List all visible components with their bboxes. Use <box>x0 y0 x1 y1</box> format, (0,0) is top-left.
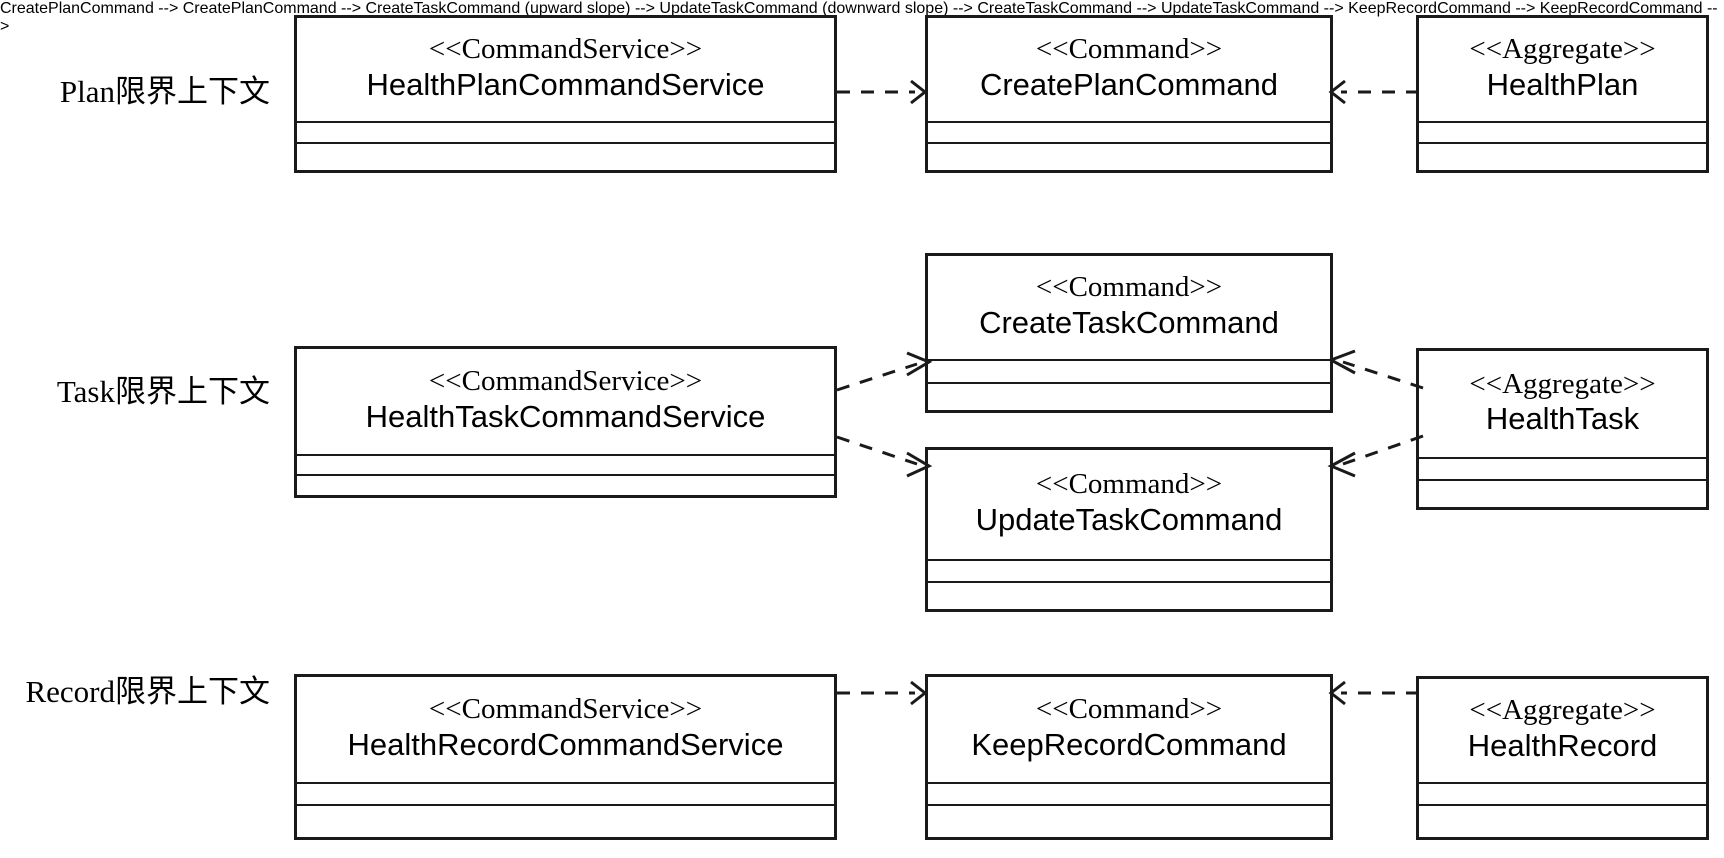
dependency-arrow-task-service-to-update-task <box>836 435 933 478</box>
class-box-create-task-command[interactable]: <<Command>> CreateTaskCommand <box>925 253 1333 413</box>
dependency-arrow-health-record-to-command <box>1328 680 1419 706</box>
class-operations-compartment <box>928 382 1330 410</box>
class-box-health-record-command-service[interactable]: <<CommandService>> HealthRecordCommandSe… <box>294 674 837 840</box>
class-operations-compartment <box>928 142 1330 170</box>
class-stereotype: <<Command>> <box>1035 33 1223 66</box>
class-attributes-compartment <box>297 121 834 142</box>
dependency-arrow-health-task-to-update-task <box>1327 434 1424 478</box>
context-label-task: Task限界上下文 <box>56 374 270 409</box>
class-attributes-compartment <box>928 359 1330 382</box>
class-header: <<Command>> UpdateTaskCommand <box>928 450 1330 559</box>
class-stereotype: <<Aggregate>> <box>1469 694 1656 727</box>
class-box-update-task-command[interactable]: <<Command>> UpdateTaskCommand <box>925 447 1333 612</box>
class-operations-compartment <box>297 474 834 495</box>
class-operations-compartment <box>1419 142 1706 170</box>
class-name: HealthPlan <box>1486 66 1639 102</box>
class-header: <<CommandService>> HealthPlanCommandServ… <box>297 18 834 121</box>
class-header: <<Aggregate>> HealthPlan <box>1419 18 1706 121</box>
class-box-keep-record-command[interactable]: <<Command>> KeepRecordCommand <box>925 674 1333 840</box>
class-name: HealthPlanCommandService <box>366 66 765 102</box>
class-stereotype: <<CommandService>> <box>428 693 703 726</box>
class-attributes-compartment <box>928 121 1330 142</box>
class-attributes-compartment <box>297 782 834 804</box>
class-attributes-compartment <box>928 559 1330 581</box>
class-attributes-compartment <box>1419 457 1706 479</box>
class-box-health-task-command-service[interactable]: <<CommandService>> HealthTaskCommandServ… <box>294 346 837 498</box>
class-stereotype: <<Command>> <box>1035 468 1223 501</box>
class-box-create-plan-command[interactable]: <<Command>> CreatePlanCommand <box>925 15 1333 173</box>
context-label-record: Record限界上下文 <box>25 674 270 709</box>
class-operations-compartment <box>297 804 834 837</box>
context-label-plan: Plan限界上下文 <box>59 74 270 109</box>
class-operations-compartment <box>928 581 1330 609</box>
class-name: CreateTaskCommand <box>979 304 1279 340</box>
class-box-health-task[interactable]: <<Aggregate>> HealthTask <box>1416 348 1709 510</box>
dependency-arrow-plan-service-to-command <box>837 79 928 105</box>
class-name: HealthRecordCommandService <box>347 726 784 762</box>
class-box-health-record[interactable]: <<Aggregate>> HealthRecord <box>1416 676 1709 840</box>
class-attributes-compartment <box>297 454 834 474</box>
class-attributes-compartment <box>1419 121 1706 142</box>
class-box-health-plan-command-service[interactable]: <<CommandService>> HealthPlanCommandServ… <box>294 15 837 173</box>
class-attributes-compartment <box>1419 782 1706 804</box>
class-name: CreatePlanCommand <box>979 66 1279 102</box>
class-stereotype: <<CommandService>> <box>428 33 703 66</box>
class-stereotype: <<Command>> <box>1035 693 1223 726</box>
class-stereotype: <<Command>> <box>1035 271 1223 304</box>
class-name: HealthTask <box>1485 401 1640 437</box>
class-stereotype: <<Aggregate>> <box>1469 367 1656 400</box>
class-header: <<Aggregate>> HealthTask <box>1419 351 1706 457</box>
class-name: HealthRecord <box>1467 727 1658 763</box>
class-header: <<Command>> KeepRecordCommand <box>928 677 1330 782</box>
class-name: KeepRecordCommand <box>971 726 1287 762</box>
class-operations-compartment <box>928 804 1330 837</box>
class-header: <<CommandService>> HealthTaskCommandServ… <box>297 349 834 454</box>
dependency-arrow-health-task-to-create-task <box>1327 349 1424 390</box>
class-name: UpdateTaskCommand <box>975 501 1283 537</box>
class-operations-compartment <box>297 142 834 170</box>
dependency-arrow-task-service-to-create-task <box>836 351 933 392</box>
class-name: HealthTaskCommandService <box>365 398 766 434</box>
class-operations-compartment <box>1419 804 1706 837</box>
class-operations-compartment <box>1419 479 1706 507</box>
class-header: <<CommandService>> HealthRecordCommandSe… <box>297 677 834 782</box>
class-box-health-plan[interactable]: <<Aggregate>> HealthPlan <box>1416 15 1709 173</box>
dependency-arrow-health-plan-to-command <box>1328 79 1419 105</box>
class-header: <<Command>> CreatePlanCommand <box>928 18 1330 121</box>
class-attributes-compartment <box>928 782 1330 804</box>
dependency-arrow-record-service-to-command <box>837 680 928 706</box>
class-header: <<Aggregate>> HealthRecord <box>1419 679 1706 782</box>
class-header: <<Command>> CreateTaskCommand <box>928 256 1330 359</box>
class-stereotype: <<CommandService>> <box>428 365 703 398</box>
class-stereotype: <<Aggregate>> <box>1469 33 1656 66</box>
